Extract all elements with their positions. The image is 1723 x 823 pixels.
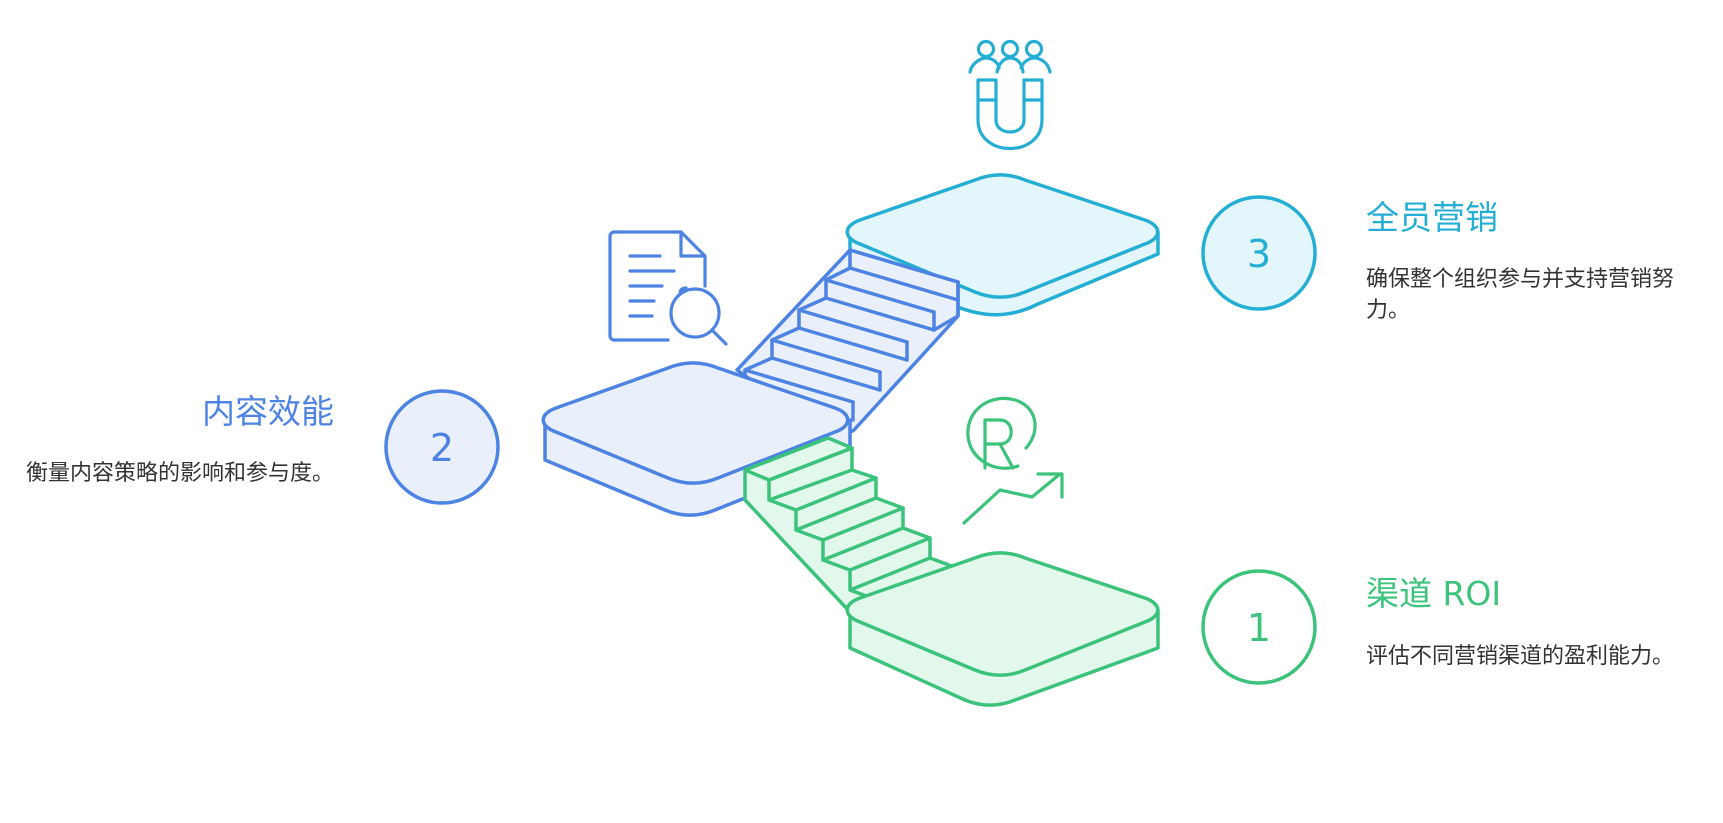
step-2-title: 内容效能 xyxy=(202,392,334,431)
step-3-title: 全员营销 xyxy=(1366,198,1498,237)
step-3-number: 3 xyxy=(1247,232,1271,276)
platform-3 xyxy=(845,173,1160,317)
step-3-badge: 3 xyxy=(1201,195,1317,311)
team-magnet-icon xyxy=(968,39,1052,151)
step-3-description: 确保整个组织参与并支持营销努力。 xyxy=(1366,267,1675,323)
platform-2 xyxy=(541,361,852,517)
step-1-badge: 1 xyxy=(1201,569,1317,685)
roi-growth-icon xyxy=(962,396,1064,525)
step-2-number: 2 xyxy=(430,426,454,470)
step-1-number: 1 xyxy=(1247,606,1271,650)
step-1-title: 渠道 ROI xyxy=(1366,574,1502,613)
step-1-description: 评估不同营销渠道的盈利能力。 xyxy=(1366,644,1675,669)
step-2-description: 衡量内容策略的影响和参与度。 xyxy=(25,461,334,486)
step-2-badge: 2 xyxy=(384,389,500,505)
document-search-icon xyxy=(608,230,728,346)
platform-1 xyxy=(845,551,1160,707)
